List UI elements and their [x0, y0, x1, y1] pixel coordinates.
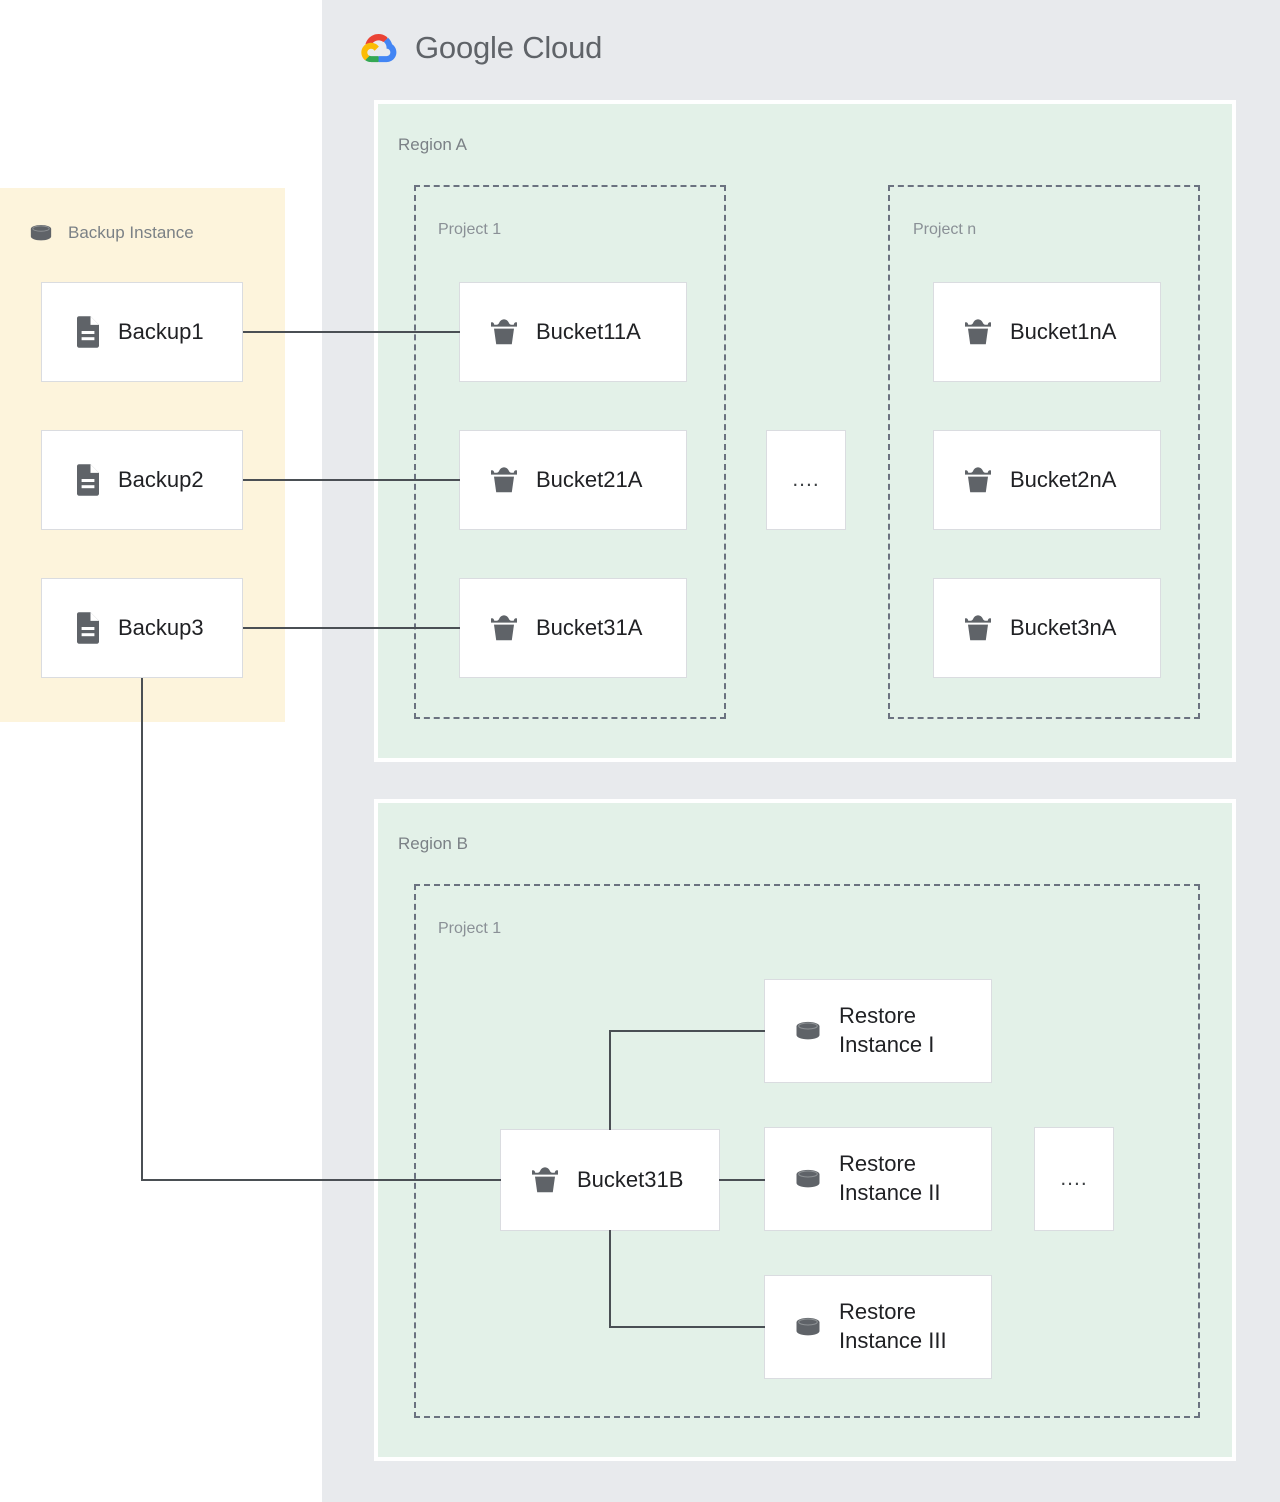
card-label: Bucket2nA	[1010, 466, 1117, 492]
card-bucket31b[interactable]: Bucket31B	[500, 1129, 720, 1231]
google-cloud-logo-icon	[361, 34, 397, 63]
backup-instance-title: Backup Instance	[26, 218, 194, 248]
connector-backup3-bucket31b-vertical	[141, 678, 143, 1181]
document-icon	[77, 464, 99, 496]
database-icon	[30, 224, 52, 241]
google-cloud-logo-text: Google Cloud	[415, 30, 602, 66]
region-b-project-1	[414, 884, 1200, 1418]
database-icon	[796, 1021, 820, 1040]
region-a-project-1	[414, 185, 726, 719]
bucket-icon	[491, 319, 517, 345]
card-bucket1na[interactable]: Bucket1nA	[933, 282, 1161, 382]
card-bucket11a[interactable]: Bucket11A	[459, 282, 687, 382]
card-bucket31a[interactable]: Bucket31A	[459, 578, 687, 678]
bucket-icon	[965, 319, 991, 345]
card-label: Bucket11A	[536, 318, 641, 344]
region-a-project-n-label: Project n	[913, 221, 977, 238]
brand-word-cloud: Cloud	[522, 30, 603, 65]
card-backup3[interactable]: Backup3	[41, 578, 243, 678]
card-label: Bucket1nA	[1010, 318, 1117, 344]
region-b-project-1-label: Project 1	[438, 920, 502, 937]
card-label: Bucket31B	[577, 1166, 684, 1192]
card-label: Bucket31A	[536, 614, 643, 640]
card-label: Bucket3nA	[1010, 614, 1117, 640]
card-restore-instance-1[interactable]: Restore Instance I	[764, 979, 992, 1083]
card-label: Restore Instance I	[839, 1003, 935, 1057]
card-restore-instance-2[interactable]: Restore Instance II	[764, 1127, 992, 1231]
bucket-icon	[965, 467, 991, 493]
region-a-project-n	[888, 185, 1200, 719]
card-backup2[interactable]: Backup2	[41, 430, 243, 530]
card-backup1[interactable]: Backup1	[41, 282, 243, 382]
brand-word-google: Google	[415, 30, 514, 65]
connector-bucket31b-restore3-vertical	[609, 1230, 611, 1328]
document-icon	[77, 316, 99, 348]
card-label: Restore Instance III	[839, 1299, 947, 1353]
bucket-icon	[491, 467, 517, 493]
connector-bucket31b-restore1-horizontal	[609, 1030, 765, 1032]
document-icon	[77, 612, 99, 644]
card-label: Restore Instance II	[839, 1151, 941, 1205]
card-label: Bucket21A	[536, 466, 643, 492]
connector-backup1-bucket11a	[243, 331, 460, 333]
connector-bucket31b-restore1-vertical	[609, 1030, 611, 1130]
connector-backup3-bucket31b-horizontal	[141, 1179, 501, 1181]
card-bucket3na[interactable]: Bucket3nA	[933, 578, 1161, 678]
card-label: Backup1	[118, 318, 204, 344]
region-b-ellipsis-card: ....	[1034, 1127, 1114, 1231]
bucket-icon	[491, 615, 517, 641]
region-b-label: Region B	[398, 834, 468, 853]
card-bucket2na[interactable]: Bucket2nA	[933, 430, 1161, 530]
region-a-ellipsis-card: ....	[766, 430, 846, 530]
bucket-icon	[532, 1167, 558, 1193]
database-icon	[796, 1317, 820, 1336]
google-cloud-logo: Google Cloud	[355, 28, 602, 68]
database-icon	[796, 1169, 820, 1188]
card-label: Backup2	[118, 466, 204, 492]
connector-backup2-bucket21a	[243, 479, 460, 481]
bucket-icon	[965, 615, 991, 641]
backup-instance-title-label: Backup Instance	[68, 223, 194, 242]
region-a-project-1-label: Project 1	[438, 221, 502, 238]
card-label: Backup3	[118, 614, 204, 640]
connector-bucket31b-restore3-horizontal	[609, 1326, 765, 1328]
region-a-label: Region A	[398, 135, 467, 154]
card-restore-instance-3[interactable]: Restore Instance III	[764, 1275, 992, 1379]
connector-bucket31b-restore2	[719, 1179, 765, 1181]
connector-backup3-bucket31a	[243, 627, 460, 629]
card-bucket21a[interactable]: Bucket21A	[459, 430, 687, 530]
